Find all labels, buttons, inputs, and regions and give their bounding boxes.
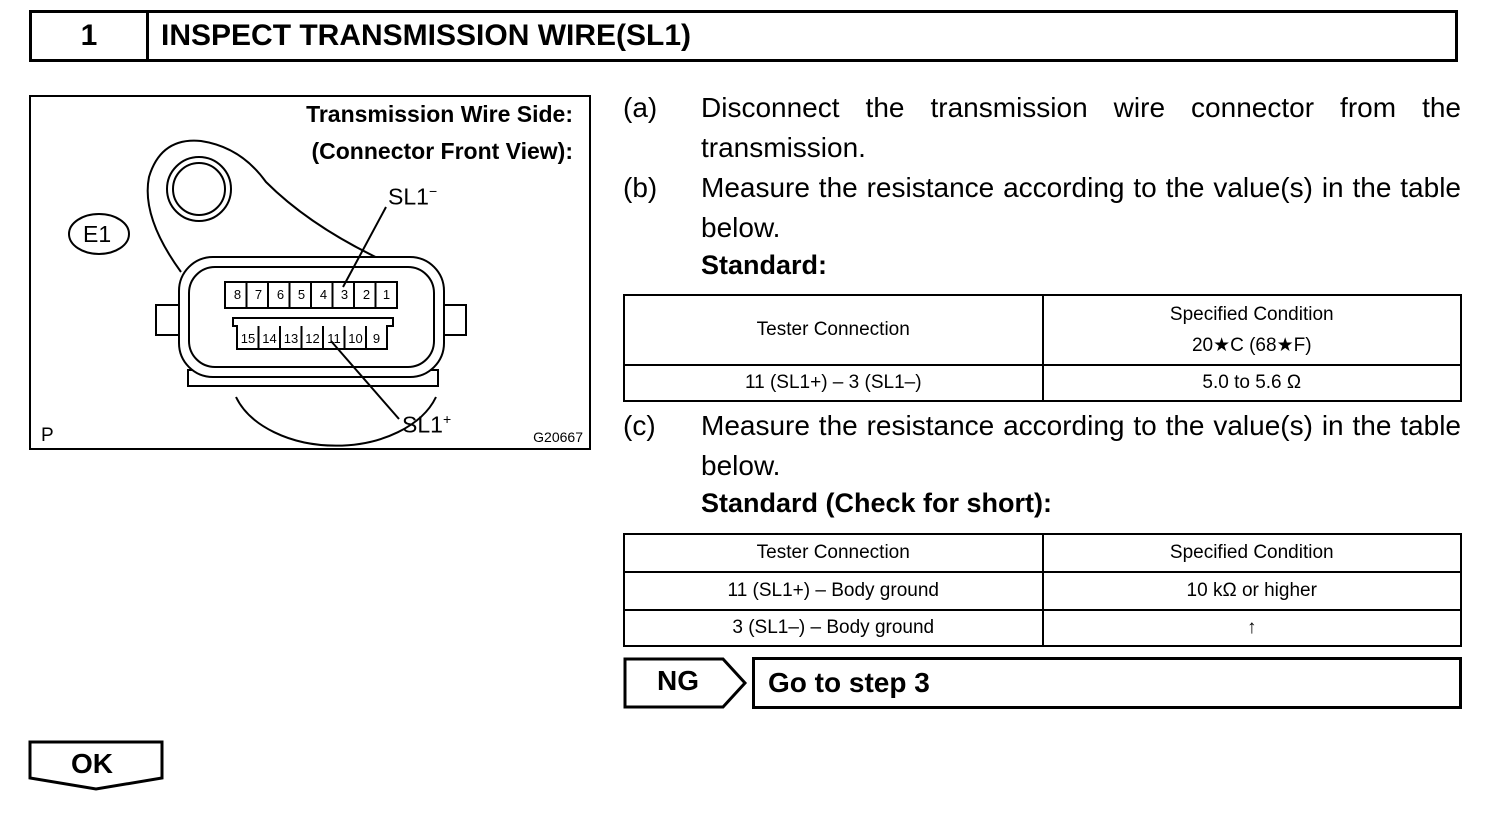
- step-b-text: Measure the resistance according to the …: [701, 172, 1461, 243]
- table-row: 11 (SL1+) – Body ground 10 kΩ or higher: [623, 571, 1462, 611]
- row-condition: 10 kΩ or higher: [1041, 571, 1462, 611]
- table-header-row: Tester Connection Specified Condition 20…: [623, 294, 1462, 366]
- header-specified-condition: Specified Condition: [1041, 533, 1462, 573]
- pin-label: 2: [362, 287, 371, 302]
- step-number: 1: [32, 13, 149, 59]
- pin-label: 14: [262, 331, 277, 346]
- header-tester-connection: Tester Connection: [623, 294, 1044, 366]
- header-condition-line2: 20★C (68★F): [1191, 334, 1312, 356]
- step-header: 1 INSPECT TRANSMISSION WIRE(SL1): [29, 10, 1458, 62]
- pin-label: 6: [276, 287, 285, 302]
- label-e1: E1: [83, 221, 112, 247]
- pin-label: 7: [254, 287, 263, 302]
- step-b-marker: (b): [623, 172, 658, 203]
- figure-corner-mark: P: [41, 425, 54, 446]
- ok-arrow-icon: [28, 740, 164, 791]
- step-c-marker: (c): [623, 410, 656, 441]
- ng-arrow-icon: [623, 657, 748, 709]
- pin-label: 12: [305, 331, 320, 346]
- connector-drawing: [68, 139, 467, 447]
- pin-label: 4: [319, 287, 328, 302]
- pin-label: 15: [240, 331, 256, 346]
- ok-label: OK: [71, 748, 113, 779]
- standard-heading-b: Standard:: [701, 250, 828, 280]
- ng-label: NG: [657, 665, 699, 696]
- pin-label: 3: [340, 287, 349, 302]
- standard-heading-c: Standard (Check for short):: [701, 488, 1053, 518]
- figure-heading-line1: Transmission Wire Side:: [306, 101, 573, 127]
- table-header-row: Tester Connection Specified Condition: [623, 533, 1462, 573]
- header-condition-line1: Specified Condition: [1169, 303, 1334, 325]
- header-specified-condition: Specified Condition 20★C (68★F): [1041, 294, 1462, 366]
- header-tester-connection: Tester Connection: [623, 533, 1044, 573]
- short-check-table: Tester Connection Specified Condition 11…: [623, 533, 1462, 647]
- pin-label: 5: [297, 287, 306, 302]
- pin-label: 9: [372, 331, 381, 346]
- pin-label: 13: [283, 331, 299, 346]
- step-a-text: Disconnect the transmission wire connect…: [701, 92, 1461, 163]
- step-title: INSPECT TRANSMISSION WIRE(SL1): [161, 19, 692, 52]
- figure-heading-line2: (Connector Front View):: [311, 138, 573, 164]
- step-a-marker: (a): [623, 92, 658, 123]
- label-sl1-plus: SL1+: [402, 411, 452, 438]
- pin-label: 11: [327, 331, 341, 346]
- resistance-table: Tester Connection Specified Condition 20…: [623, 294, 1462, 402]
- ng-action-box: Go to step 3: [752, 657, 1462, 709]
- table-row: 3 (SL1–) – Body ground ↑: [623, 609, 1462, 647]
- row-connection: 3 (SL1–) – Body ground: [623, 609, 1044, 647]
- row-condition: 5.0 to 5.6 Ω: [1041, 364, 1462, 402]
- pin-label: 1: [382, 287, 391, 302]
- row-connection: 11 (SL1+) – 3 (SL1–): [623, 364, 1044, 402]
- pin-label: 10: [348, 331, 363, 346]
- pin-label: 8: [233, 287, 242, 302]
- step-c-text: Measure the resistance according to the …: [701, 410, 1461, 481]
- connector-illustration: Transmission Wire Side: (Connector Front…: [29, 95, 591, 450]
- figure-code: G20667: [533, 429, 583, 445]
- table-row: 11 (SL1+) – 3 (SL1–) 5.0 to 5.6 Ω: [623, 364, 1462, 402]
- row-condition: ↑: [1041, 609, 1462, 647]
- row-connection: 11 (SL1+) – Body ground: [623, 571, 1044, 611]
- label-sl1-minus: SL1−: [388, 183, 438, 210]
